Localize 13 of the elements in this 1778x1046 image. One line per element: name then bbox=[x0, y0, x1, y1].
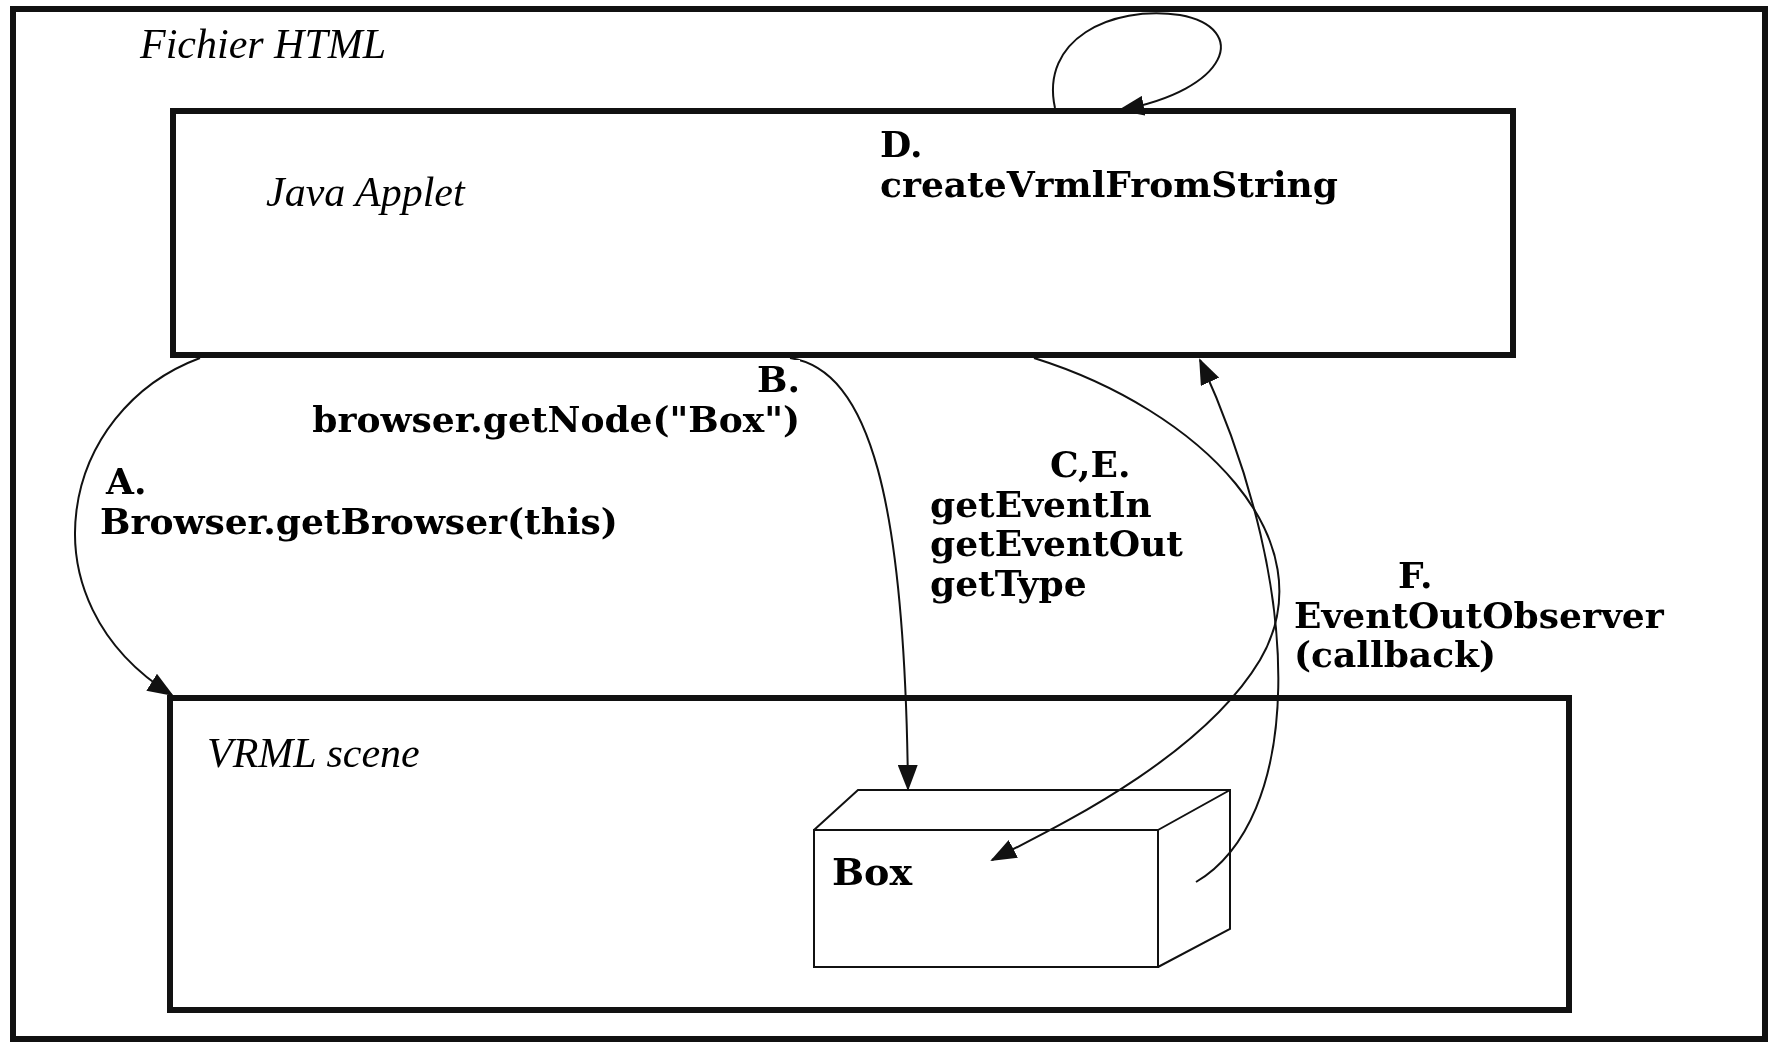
node-label: Fichier HTML bbox=[140, 20, 387, 68]
node-label: Java Applet bbox=[266, 168, 465, 216]
edge-label: B. browser.getNode("Box") bbox=[312, 360, 800, 440]
arrow bbox=[990, 357, 1281, 861]
file-frame bbox=[10, 6, 1768, 1042]
arrow bbox=[1195, 358, 1280, 883]
arrow bbox=[789, 357, 918, 791]
node-label: Box bbox=[832, 849, 913, 894]
node-label: VRML scene bbox=[207, 729, 420, 777]
arrow bbox=[74, 357, 201, 697]
applet-box bbox=[170, 108, 1516, 358]
scene-box bbox=[167, 695, 1572, 1013]
arrow bbox=[1051, 12, 1222, 115]
